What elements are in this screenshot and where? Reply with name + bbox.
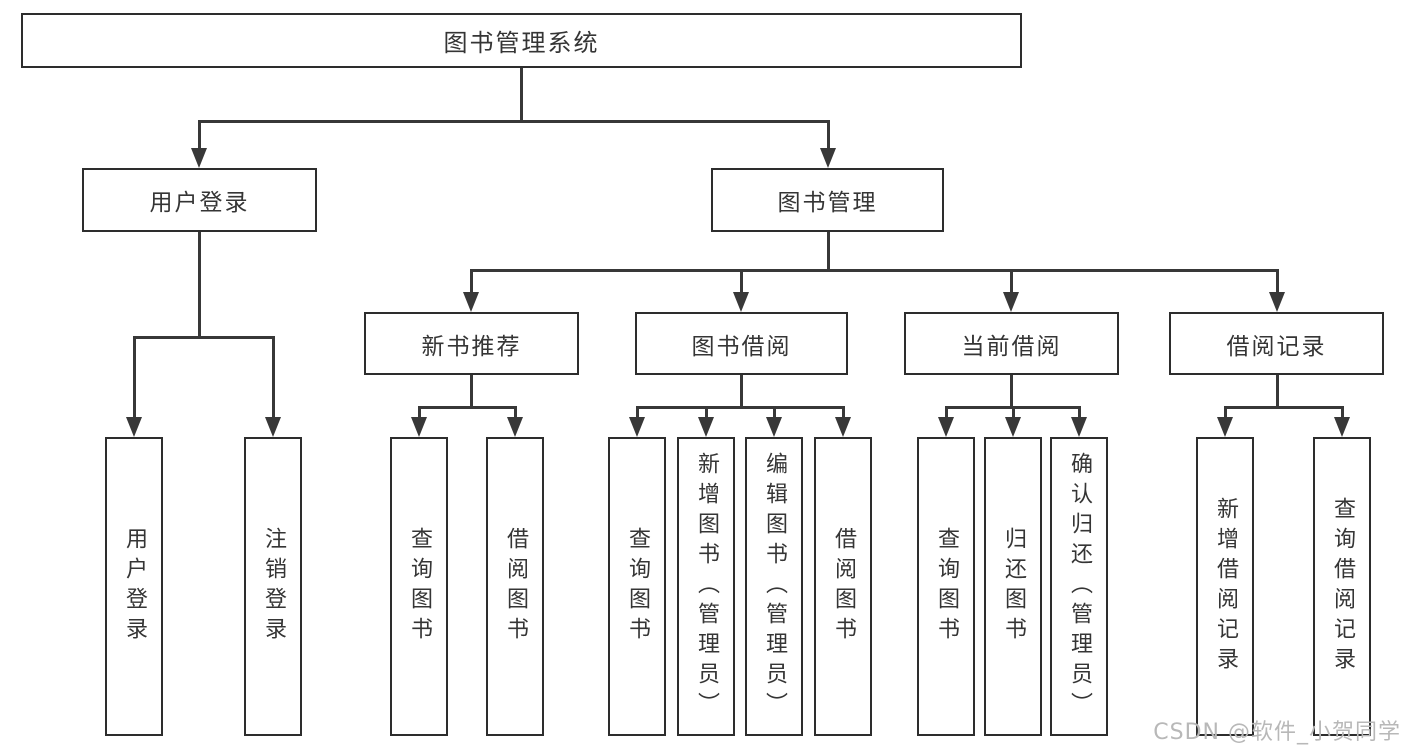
- connector-arrow-bb-query-shaft: [636, 406, 639, 417]
- connector-arrow-nb-query-shaft: [418, 406, 421, 417]
- connector-book-mgmt-stem: [827, 232, 830, 271]
- connector-arrow-book-borrow-shaft: [740, 269, 743, 292]
- connector-arrow-cb-confirm-shaft: [1078, 406, 1081, 417]
- leaf-cb-query-book: 查询图书: [917, 437, 975, 736]
- arrowhead-nb-borrow: [507, 417, 523, 437]
- connector-new-book-stem: [470, 375, 473, 408]
- connector-borrow-records-stem: [1276, 375, 1279, 408]
- leaf-user-logout: 注销登录: [244, 437, 302, 736]
- arrowhead-current-borrow: [1003, 292, 1019, 312]
- connector-arrow-br-query-shaft: [1341, 406, 1344, 417]
- arrowhead-new-book: [463, 292, 479, 312]
- leaf-cb-confirm-return-admin: 确认归还（管理员）: [1050, 437, 1108, 736]
- connector-level2-rail: [470, 269, 1278, 272]
- connector-arrow-cb-return-shaft: [1012, 406, 1015, 417]
- leaf-nb-query-book: 查询图书: [390, 437, 448, 736]
- leaf-bb-borrow-book: 借阅图书: [814, 437, 872, 736]
- arrowhead-nb-query: [411, 417, 427, 437]
- leaf-br-query-record: 查询借阅记录: [1313, 437, 1371, 736]
- connector-arrow-new-book-shaft: [470, 269, 473, 292]
- arrowhead-book-mgmt: [820, 148, 836, 168]
- arrowhead-bb-query: [629, 417, 645, 437]
- connector-arrow-bb-add-shaft: [705, 406, 708, 417]
- connector-arrow-borrow-records-shaft: [1276, 269, 1279, 292]
- connector-arrow-leaf-login-shaft: [133, 336, 136, 417]
- connector-current-borrow-stem: [1010, 375, 1013, 408]
- node-borrow-records: 借阅记录: [1169, 312, 1384, 375]
- leaf-bb-add-book-admin: 新增图书（管理员）: [677, 437, 735, 736]
- connector-arrow-nb-borrow-shaft: [514, 406, 517, 417]
- connector-arrow-br-add-shaft: [1224, 406, 1227, 417]
- connector-borrow-records-rail: [1224, 406, 1343, 409]
- connector-arrow-leaf-logout-shaft: [272, 336, 275, 417]
- connector-arrow-book-mgmt-shaft: [827, 120, 830, 148]
- arrowhead-cb-return: [1005, 417, 1021, 437]
- arrowhead-borrow-records: [1269, 292, 1285, 312]
- arrowhead-cb-confirm: [1071, 417, 1087, 437]
- arrowhead-leaf-logout: [265, 417, 281, 437]
- connector-arrow-bb-borrow-shaft: [842, 406, 845, 417]
- connector-book-borrow-stem: [740, 375, 743, 408]
- leaf-br-add-record: 新增借阅记录: [1196, 437, 1254, 736]
- node-new-book-rec: 新书推荐: [364, 312, 579, 375]
- arrowhead-book-borrow: [733, 292, 749, 312]
- leaf-nb-borrow-book: 借阅图书: [486, 437, 544, 736]
- csdn-watermark: CSDN @软件_小贺同学: [1153, 720, 1401, 745]
- arrowhead-user-login: [191, 148, 207, 168]
- connector-user-login-stem: [198, 232, 201, 338]
- arrowhead-cb-query: [938, 417, 954, 437]
- connector-arrow-current-borrow-shaft: [1010, 269, 1013, 292]
- node-library-management-system: 图书管理系统: [21, 13, 1022, 68]
- connector-book-borrow-rail: [636, 406, 844, 409]
- connector-arrow-cb-query-shaft: [945, 406, 948, 417]
- arrowhead-leaf-login: [126, 417, 142, 437]
- node-book-borrow: 图书借阅: [635, 312, 848, 375]
- node-user-login: 用户登录: [82, 168, 317, 232]
- leaf-bb-query-book: 查询图书: [608, 437, 666, 736]
- arrowhead-bb-edit: [766, 417, 782, 437]
- leaf-bb-edit-book-admin: 编辑图书（管理员）: [745, 437, 803, 736]
- connector-arrow-bb-edit-shaft: [773, 406, 776, 417]
- connector-root-stem: [520, 68, 523, 122]
- connector-level1-rail: [198, 120, 830, 123]
- connector-user-login-rail: [133, 336, 274, 339]
- connector-new-book-rail: [418, 406, 516, 409]
- node-current-borrow: 当前借阅: [904, 312, 1119, 375]
- leaf-user-login: 用户登录: [105, 437, 163, 736]
- arrowhead-bb-add: [698, 417, 714, 437]
- node-book-mgmt: 图书管理: [711, 168, 944, 232]
- arrowhead-br-add: [1217, 417, 1233, 437]
- leaf-cb-return-book: 归还图书: [984, 437, 1042, 736]
- connector-arrow-user-login-shaft: [198, 120, 201, 148]
- arrowhead-bb-borrow: [835, 417, 851, 437]
- arrowhead-br-query: [1334, 417, 1350, 437]
